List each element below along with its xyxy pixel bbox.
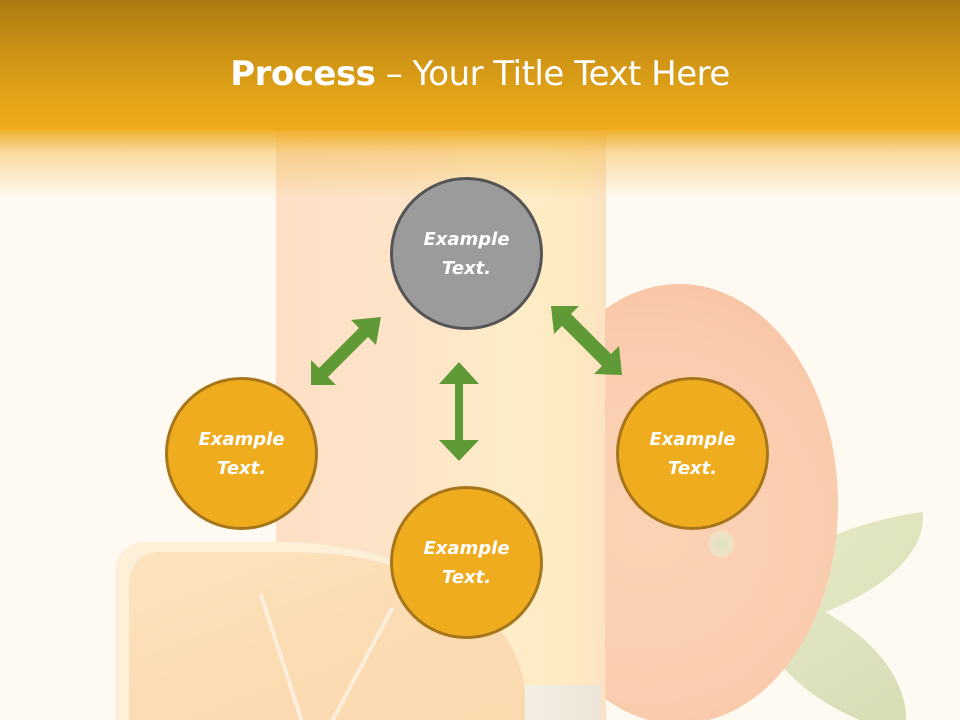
process-node-left[interactable]: Example Text. xyxy=(165,377,318,530)
node-text-line2: Text. xyxy=(441,257,492,279)
title-bold: Process xyxy=(230,54,376,94)
node-text-line1: Example xyxy=(423,537,510,559)
process-node-top[interactable]: Example Text. xyxy=(390,177,543,330)
slide-title[interactable]: Process – Your Title Text Here xyxy=(0,52,960,96)
glass-base-image xyxy=(520,685,601,720)
node-text-line1: Example xyxy=(198,428,285,450)
node-text-line2: Text. xyxy=(216,457,267,479)
process-node-bottom[interactable]: Example Text. xyxy=(390,486,543,639)
node-text-line2: Text. xyxy=(667,457,718,479)
node-text-line1: Example xyxy=(649,428,736,450)
title-rest: – Your Title Text Here xyxy=(375,54,731,94)
process-node-right[interactable]: Example Text. xyxy=(616,377,769,530)
node-text-line2: Text. xyxy=(441,566,492,588)
header-band xyxy=(0,0,960,130)
node-text-line1: Example xyxy=(423,228,510,250)
orange-stem-image xyxy=(707,530,735,558)
